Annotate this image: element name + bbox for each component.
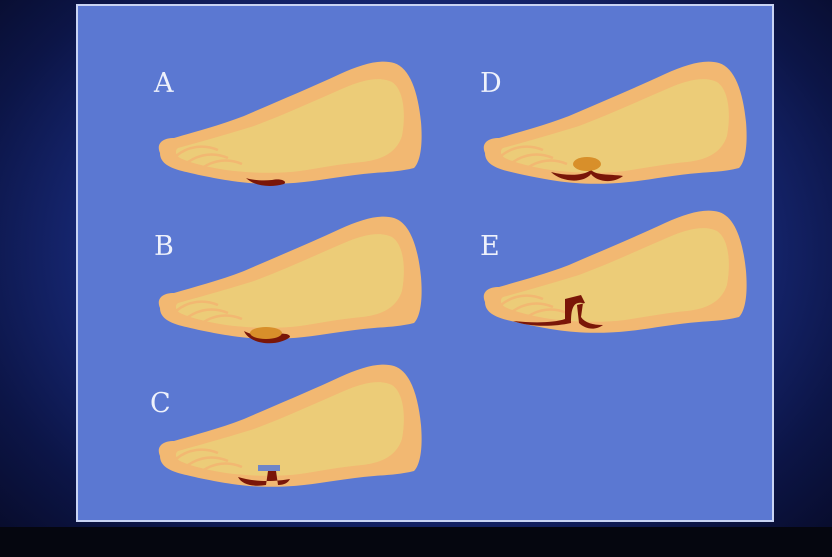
lesion-abscess (250, 327, 282, 339)
foot-group-e (484, 211, 747, 333)
foot-diagram-b (148, 205, 428, 355)
foot-group-a (159, 62, 422, 186)
slide-panel: A B C D E (76, 4, 774, 522)
foot-bones (176, 79, 404, 173)
foot-group-c (159, 365, 422, 487)
foot-diagram-a (148, 50, 428, 200)
foot-bones (501, 79, 729, 173)
lesion-bone-abscess (573, 157, 601, 171)
bottom-black-bar (0, 527, 832, 557)
foot-diagram-c (148, 353, 428, 503)
foot-bones (176, 234, 404, 328)
lesion-probe (258, 465, 280, 471)
foot-bones (176, 382, 404, 476)
foot-bones (501, 228, 729, 322)
foot-group-b (159, 217, 422, 344)
foot-diagram-d (473, 50, 753, 200)
foot-diagram-e (473, 199, 753, 349)
foot-group-d (484, 62, 747, 184)
